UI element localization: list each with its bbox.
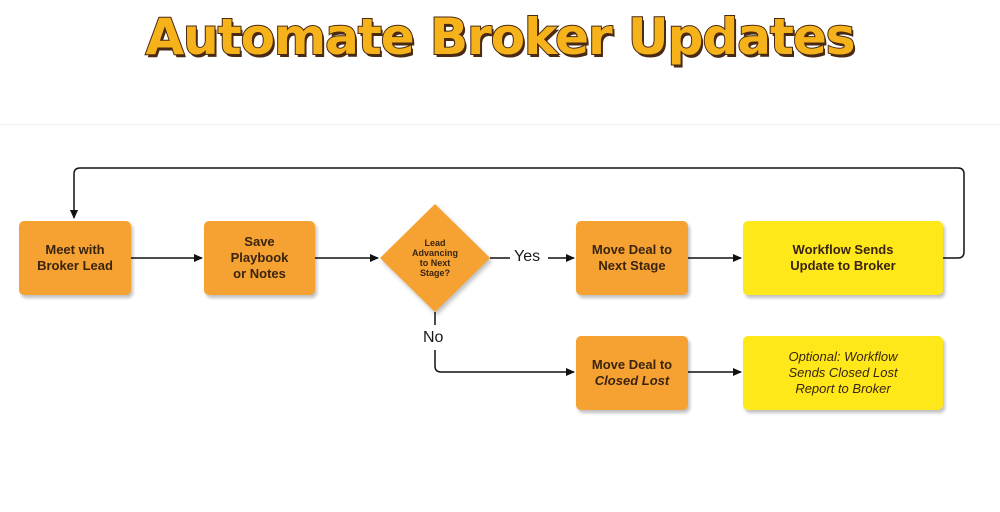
closed-lost-italic: Closed Lost: [594, 373, 670, 388]
node-save-playbook: Save Playbook or Notes: [204, 221, 315, 295]
node-move-next-stage: Move Deal to Next Stage: [576, 221, 688, 295]
divider: [0, 124, 1000, 125]
page-title: Automate Broker Updates: [144, 7, 856, 67]
node-move-closed-lost: Move Deal to Closed Lost: [576, 336, 688, 410]
arrow-loop-back: [70, 167, 965, 259]
decision-label: Lead Advancing to Next Stage?: [411, 238, 458, 278]
edge-label-no: No: [421, 329, 446, 347]
decision-diamond: [380, 204, 490, 312]
arrow-no-to-closed-lost: [434, 312, 574, 372]
node-optional-closed-lost-report: Optional: Workflow Sends Closed Lost Rep…: [743, 336, 943, 410]
closed-lost-prefix: Move Deal to: [591, 357, 673, 372]
node-workflow-sends-update: Workflow Sends Update to Broker: [743, 221, 943, 295]
node-meet-broker-lead: Meet with Broker Lead: [19, 221, 131, 295]
edge-label-yes: Yes: [512, 248, 543, 266]
